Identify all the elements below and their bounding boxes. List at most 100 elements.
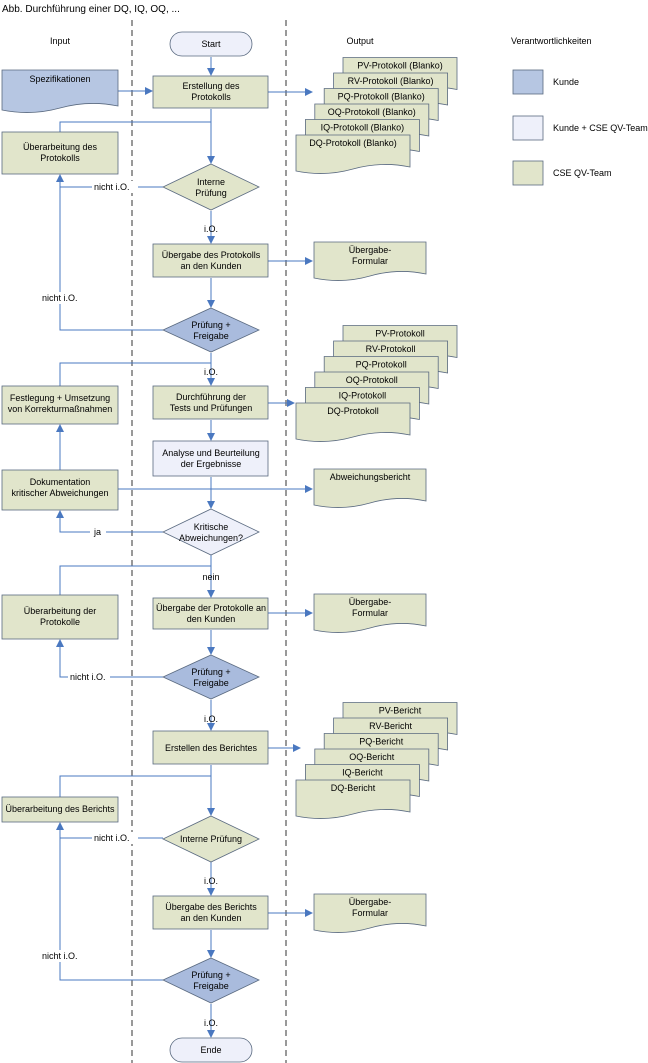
internal-check-decision: Interne Prüfung: [162, 163, 260, 211]
protocol-doc-label: PV-Protokoll: [375, 329, 425, 339]
protocol-doc-label: RV-Protokoll: [366, 344, 416, 354]
svg-text:kritischer Abweichungen: kritischer Abweichungen: [11, 488, 108, 498]
handover-form-3: Übergabe- Formular: [313, 893, 427, 933]
edge-label-ok: i.O.: [204, 876, 218, 886]
svg-text:der Ergebnisse: der Ergebnisse: [181, 459, 242, 469]
svg-text:Tests und Prüfungen: Tests und Prüfungen: [170, 403, 253, 413]
svg-text:Überarbeitung der: Überarbeitung der: [24, 606, 97, 616]
handover-report-step: Übergabe des Berichts an den Kunden: [152, 895, 269, 930]
report-doc-label: DQ-Bericht: [331, 783, 376, 793]
legend-label-customer: Kunde: [553, 77, 579, 87]
svg-text:von Korrekturmaßnahmen: von Korrekturmaßnahmen: [8, 404, 113, 414]
diagram-title: Abb. Durchführung einer DQ, IQ, OQ, ...: [2, 4, 180, 15]
end-terminal: Ende: [169, 1037, 253, 1063]
svg-text:Prüfung: Prüfung: [195, 188, 227, 198]
svg-text:Durchführung der: Durchführung der: [176, 392, 246, 402]
handover-form-line: Übergabe-: [349, 245, 392, 255]
create-report-step: Erstellen des Berichtes: [152, 730, 269, 765]
handover-form-line: Übergabe-: [349, 597, 392, 607]
report-doc-label: PQ-Bericht: [359, 737, 404, 747]
svg-text:Freigabe: Freigabe: [193, 981, 229, 991]
blank-protocol-doc-label: IQ-Protokoll (Blanko): [321, 123, 405, 133]
protocol-doc-label: PQ-Protokoll: [356, 360, 407, 370]
handover-form-line: Formular: [352, 608, 388, 618]
legend-swatch-shared: [512, 115, 544, 141]
start-terminal: Start: [169, 31, 253, 57]
rework-protocols-step: Überarbeitung der Protokolle: [1, 594, 119, 640]
svg-text:Interne: Interne: [197, 177, 225, 187]
edge-label-yes: ja: [93, 527, 101, 537]
report-doc: DQ-Bericht: [295, 779, 411, 819]
edge-label-not-ok: nicht i.O.: [42, 951, 78, 961]
edge-label-not-ok: nicht i.O.: [42, 293, 78, 303]
svg-text:Dokumentation: Dokumentation: [30, 477, 91, 487]
report-doc-label: OQ-Bericht: [349, 752, 395, 762]
approval-decision: Prüfung + Freigabe: [162, 307, 260, 353]
lane-responsibilities-label: Verantwortlichkeiten: [511, 36, 592, 46]
svg-text:Analyse und Beurteilung: Analyse und Beurteilung: [162, 448, 260, 458]
svg-text:Übergabe der Protokolle an: Übergabe der Protokolle an: [156, 603, 266, 613]
svg-text:Protokolls: Protokolls: [191, 92, 231, 102]
rework-report-step: Überarbeitung des Berichts: [1, 796, 119, 823]
svg-text:Überarbeitung des Berichts: Überarbeitung des Berichts: [5, 804, 115, 814]
create-protocol-step: Erstellung des Protokolls: [152, 75, 269, 109]
legend: Kunde Kunde + CSE QV-Team CSE QV-Team: [512, 69, 648, 186]
handover-protocol-step: Übergabe des Protokolls an den Kunden: [152, 243, 269, 278]
edge-label-not-ok: nicht i.O.: [70, 672, 106, 682]
svg-text:Ende: Ende: [200, 1045, 221, 1055]
approval-decision: Prüfung + Freigabe: [162, 957, 260, 1004]
svg-text:an den Kunden: an den Kunden: [180, 261, 241, 271]
svg-text:Prüfung +: Prüfung +: [191, 320, 230, 330]
handover-form-1: Übergabe- Formular: [313, 241, 427, 281]
protocol-doc: DQ-Protokoll: [295, 402, 411, 442]
edge-label-ok: i.O.: [204, 1018, 218, 1028]
protocol-doc-label: OQ-Protokoll: [346, 375, 398, 385]
deviation-report-label: Abweichungsbericht: [330, 472, 411, 482]
report-doc-label: IQ-Bericht: [342, 768, 383, 778]
legend-swatch-customer: [512, 69, 544, 95]
report-doc-label: RV-Bericht: [369, 721, 412, 731]
corrective-action-step: Festlegung + Umsetzung von Korrekturmaßn…: [1, 385, 119, 425]
handover-form-line: Übergabe-: [349, 897, 392, 907]
svg-text:Übergabe des Berichts: Übergabe des Berichts: [165, 902, 257, 912]
edge-labels: nicht i.O. i.O. nicht i.O. i.O. ja nein …: [40, 181, 220, 1028]
edge-label-no: nein: [202, 572, 219, 582]
svg-text:Übergabe des Protokolls: Übergabe des Protokolls: [162, 250, 261, 260]
svg-text:an den Kunden: an den Kunden: [180, 913, 241, 923]
blank-protocol-doc-label: RV-Protokoll (Blanko): [348, 76, 434, 86]
edge-label-not-ok: nicht i.O.: [94, 833, 130, 843]
edge-label-ok: i.O.: [204, 224, 218, 234]
connectors: [56, 57, 313, 1038]
lane-output-label: Output: [346, 36, 374, 46]
documentation-step: Dokumentation kritischer Abweichungen: [1, 469, 119, 511]
svg-text:Kritische: Kritische: [194, 522, 229, 532]
report-doc-label: PV-Bericht: [379, 706, 422, 716]
legend-swatch-team: [512, 160, 544, 186]
svg-text:Abweichungen?: Abweichungen?: [179, 533, 243, 543]
svg-text:Freigabe: Freigabe: [193, 678, 229, 688]
svg-text:Interne Prüfung: Interne Prüfung: [180, 834, 242, 844]
blank-protocol-doc-label: PQ-Protokoll (Blanko): [338, 92, 425, 102]
lane-input-label: Input: [50, 36, 71, 46]
edge-label-not-ok: nicht i.O.: [94, 182, 130, 192]
output-documents: PV-Protokoll (Blanko)RV-Protokoll (Blank…: [295, 57, 458, 819]
handover-protocols-step: Übergabe der Protokolle an den Kunden: [152, 597, 269, 630]
approval-decision: Prüfung + Freigabe: [162, 654, 260, 700]
svg-text:Prüfung +: Prüfung +: [191, 667, 230, 677]
svg-text:Überarbeitung des: Überarbeitung des: [23, 142, 98, 152]
svg-text:Protokolle: Protokolle: [40, 617, 80, 627]
svg-text:Protokolls: Protokolls: [40, 153, 80, 163]
edge-label-ok: i.O.: [204, 714, 218, 724]
handover-form-line: Formular: [352, 908, 388, 918]
svg-text:Spezifikationen: Spezifikationen: [29, 74, 90, 84]
specifications-input: Spezifikationen: [1, 69, 119, 113]
legend-label-team: CSE QV-Team: [553, 168, 612, 178]
svg-text:Erstellung des: Erstellung des: [182, 81, 240, 91]
svg-text:Festlegung + Umsetzung: Festlegung + Umsetzung: [10, 393, 110, 403]
protocol-doc-label: IQ-Protokoll: [339, 391, 387, 401]
svg-text:den Kunden: den Kunden: [187, 614, 236, 624]
handover-form-2: Übergabe- Formular: [313, 593, 427, 633]
critical-deviation-decision: Kritische Abweichungen?: [162, 508, 260, 556]
execute-tests-step: Durchführung der Tests und Prüfungen: [152, 385, 269, 420]
